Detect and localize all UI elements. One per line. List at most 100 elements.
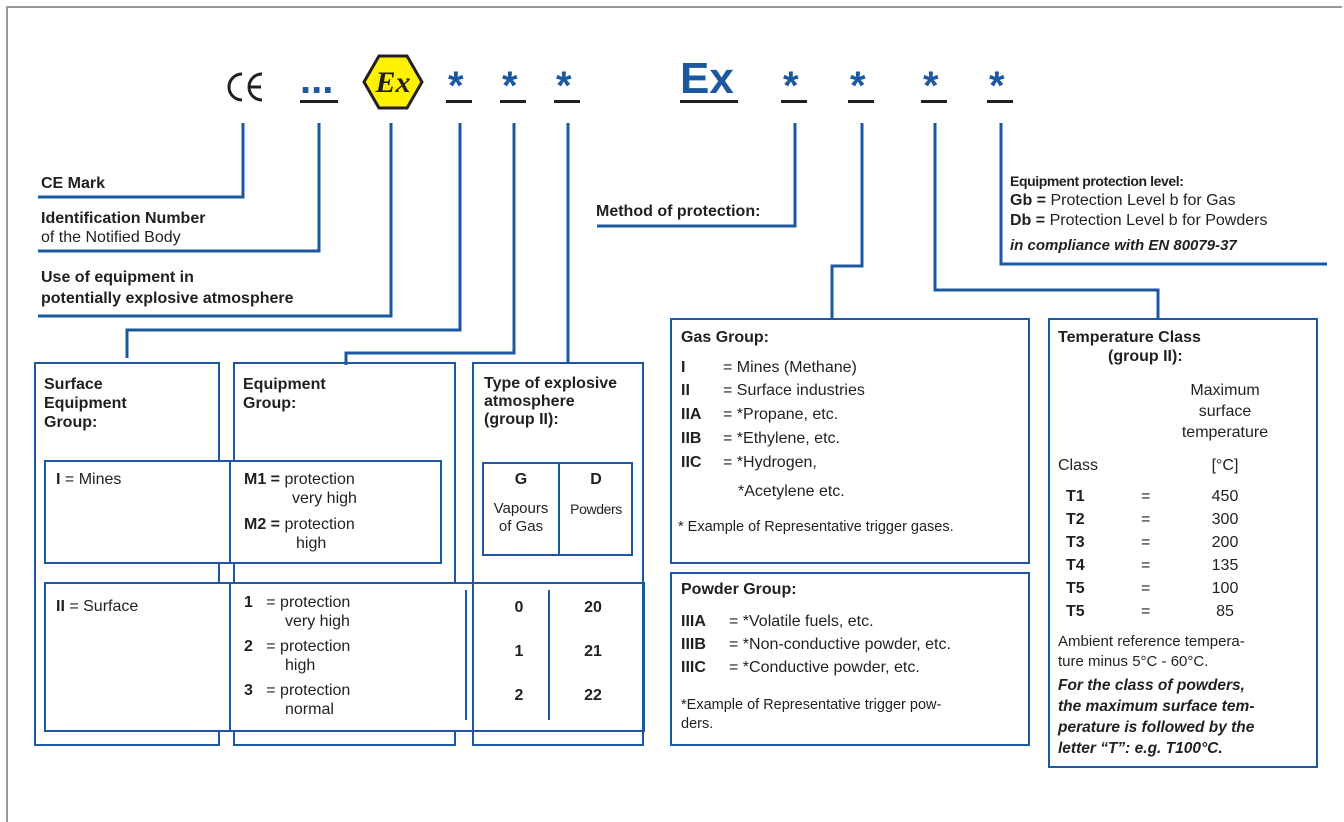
- atmosphere-d-head: D: [590, 471, 602, 488]
- surface-group-mines: I = Mines: [56, 471, 122, 488]
- temp-val-t3: 200: [1211, 534, 1239, 551]
- atmosphere-d-22: 22: [584, 687, 602, 704]
- underline-atmosphere: [554, 100, 580, 103]
- underline-group: [446, 100, 472, 103]
- atmosphere-title: Type of explosive atmosphere (group II):: [484, 375, 618, 428]
- temp-class-t5: T5: [1066, 580, 1085, 597]
- temp-val-t1: 450: [1211, 488, 1239, 505]
- atmosphere-g-2: 2: [514, 687, 524, 704]
- temp-eq-t5: =: [1141, 580, 1151, 597]
- underline-gas-group: [848, 100, 874, 103]
- mines-row-divider: [229, 462, 231, 562]
- label-epl-title: Equipment protection level:: [1010, 173, 1184, 189]
- atmosphere-g-1: 1: [514, 643, 524, 660]
- temp-eq-t4: =: [1141, 557, 1151, 574]
- temperature-class-head: Class: [1058, 457, 1099, 474]
- equipment-cat-2-l2: high: [285, 657, 316, 674]
- temp-val-t6: 85: [1216, 603, 1234, 620]
- surface-row-divider-2: [465, 590, 467, 720]
- equipment-cat-1-l2: very high: [285, 613, 350, 630]
- temp-eq-t3: =: [1141, 534, 1151, 551]
- ex-symbol-icon: Ex: [362, 54, 424, 115]
- powder-group-title: Powder Group:: [681, 581, 797, 598]
- connector-use-of-equipment: [38, 123, 393, 318]
- gas-row-iia: IIA= *Propane, etc.: [681, 406, 839, 423]
- label-use-line1: Use of equipment in: [41, 269, 194, 286]
- temp-class-t3: T3: [1066, 534, 1085, 551]
- powder-row-iiia: IIIA= *Volatile fuels, etc.: [681, 613, 874, 630]
- temp-eq-t2: =: [1141, 511, 1151, 528]
- powder-row-iiic: IIIC= *Conductive powder, etc.: [681, 659, 920, 676]
- temp-val-t5: 100: [1211, 580, 1239, 597]
- atmosphere-d-21: 21: [584, 643, 602, 660]
- label-epl-gb: Gb = Protection Level b for Gas: [1010, 192, 1236, 209]
- gas-row-i: I= Mines (Methane): [681, 359, 857, 376]
- ex-prefix: Ex: [680, 54, 734, 103]
- powder-group-note: *Example of Representative trigger pow- …: [681, 697, 942, 732]
- temp-eq-t1: =: [1141, 488, 1151, 505]
- star-atmosphere: *: [556, 64, 572, 108]
- label-use-line2: potentially explosive atmosphere: [41, 290, 294, 307]
- temp-val-t4: 135: [1211, 557, 1239, 574]
- notified-body-placeholder: ...: [300, 58, 334, 102]
- star-epl: *: [989, 64, 1005, 108]
- powder-row-iiib: IIIB= *Non-conductive powder, etc.: [681, 636, 951, 653]
- star-gas-group: *: [850, 64, 866, 108]
- atmosphere-g-sub: Vapours of Gas: [493, 500, 549, 535]
- label-ce-mark: CE Mark: [41, 175, 106, 192]
- underline-category: [500, 100, 526, 103]
- temp-class-t2: T2: [1066, 511, 1085, 528]
- label-id-number-sub: of the Notified Body: [41, 229, 181, 246]
- underline-temperature: [921, 100, 947, 103]
- connector-surface-group: [125, 123, 462, 358]
- temperature-ambient: Ambient reference tempera- ture minus 5°…: [1058, 633, 1245, 670]
- temperature-unit-head: [°C]: [1211, 457, 1239, 474]
- temperature-title: Temperature Class: [1058, 329, 1201, 346]
- diagram-frame: [6, 6, 1342, 822]
- equipment-group-title: Equipment Group:: [243, 376, 326, 412]
- star-temperature: *: [923, 64, 939, 108]
- ce-mark-logo: [224, 70, 266, 109]
- connector-method: [597, 123, 797, 228]
- connector-equipment-group: [344, 123, 516, 365]
- equipment-cat-3: 3 = protection: [244, 682, 351, 699]
- temp-class-t6: T5: [1066, 603, 1085, 620]
- atmosphere-g-head: G: [514, 471, 528, 488]
- gas-row-iib: IIB= *Ethylene, etc.: [681, 430, 840, 447]
- label-method: Method of protection:: [596, 203, 761, 220]
- temp-class-t4: T4: [1066, 557, 1085, 574]
- gas-group-note: * Example of Representative trigger gase…: [678, 519, 954, 535]
- gas-group-title: Gas Group:: [681, 329, 770, 346]
- connector-ce-mark: [38, 123, 245, 199]
- temp-val-t2: 300: [1211, 511, 1239, 528]
- star-category: *: [502, 64, 518, 108]
- surface-group-surface: II = Surface: [56, 598, 139, 615]
- gas-row-iic: IIC= *Hydrogen,: [681, 454, 817, 471]
- underline-method: [781, 100, 807, 103]
- powder-group-box: [670, 572, 1030, 746]
- label-id-number-title: Identification Number: [41, 210, 206, 227]
- gas-row-iic-cont: *Acetylene etc.: [738, 483, 845, 500]
- atmosphere-d-sub: Powders: [570, 501, 622, 517]
- label-epl-note: in compliance with EN 80079-37: [1010, 237, 1237, 254]
- surface-row-divider: [229, 584, 231, 730]
- atmosphere-d-20: 20: [584, 599, 602, 616]
- underline-epl: [987, 100, 1013, 103]
- atmosphere-gd-box: [482, 462, 633, 556]
- surface-row-divider-3: [548, 590, 550, 720]
- surface-group-title: Surface Equipment Group:: [44, 376, 127, 431]
- gas-row-ii: II= Surface industries: [681, 382, 865, 399]
- svg-text:Ex: Ex: [374, 66, 410, 99]
- temperature-subtitle: (group II):: [1108, 348, 1183, 365]
- connector-gas-group: [830, 123, 864, 318]
- surface-row-box: [44, 582, 645, 732]
- equipment-m2: M2 = protection: [244, 516, 355, 533]
- temp-class-t1: T1: [1066, 488, 1085, 505]
- temperature-class-box: [1048, 318, 1318, 768]
- temperature-max-head: Maximum surface temperature: [1181, 382, 1269, 441]
- gas-group-box: [670, 318, 1030, 564]
- equipment-m1: M1 = protection: [244, 471, 355, 488]
- atmosphere-box: [472, 362, 644, 746]
- label-epl-db: Db = Protection Level b for Powders: [1010, 212, 1268, 229]
